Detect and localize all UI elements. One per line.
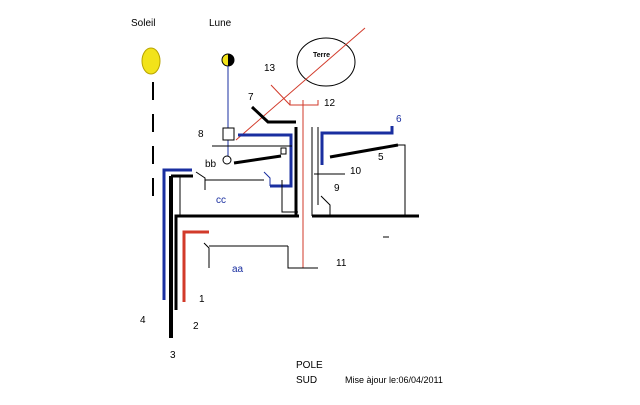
bracket-9 xyxy=(320,195,331,216)
cc-bracket-left xyxy=(195,171,206,190)
block-8 xyxy=(222,127,235,141)
label-moon: Lune xyxy=(209,18,232,29)
red-pointer-left-arm xyxy=(270,84,291,106)
label-1: 1 xyxy=(199,294,205,305)
label-10: 10 xyxy=(350,166,362,177)
label-update-date: Mise àjour le:06/04/2011 xyxy=(345,375,443,385)
black-inner-right-column xyxy=(281,180,298,213)
blue-frame-8 xyxy=(238,133,293,188)
sun-symbol xyxy=(141,47,161,75)
block-bb-end xyxy=(280,147,287,155)
lever-bb xyxy=(233,154,282,165)
label-sud: SUD xyxy=(296,375,317,386)
label-9: 9 xyxy=(334,183,340,194)
label-earth: Terre xyxy=(313,52,330,59)
label-cc: cc xyxy=(216,195,226,206)
blue-frame-6 xyxy=(320,126,394,165)
label-3: 3 xyxy=(170,350,176,361)
red-frame-1 xyxy=(182,230,209,302)
label-4: 4 xyxy=(140,315,146,326)
blue-frame-4 xyxy=(162,168,192,300)
label-5: 5 xyxy=(378,152,384,163)
label-13: 13 xyxy=(264,63,276,74)
label-7: 7 xyxy=(248,92,254,103)
earth-red-line xyxy=(235,27,366,141)
aa-bracket-right xyxy=(287,246,318,269)
label-2: 2 xyxy=(193,321,199,332)
main-black-frame-left xyxy=(174,214,299,310)
label-bb: bb xyxy=(205,159,217,170)
arm-7 xyxy=(250,105,296,124)
red-pointer-bracket xyxy=(289,100,319,106)
cc-bracket-right xyxy=(263,171,271,186)
pivot-bb xyxy=(222,155,232,165)
label-11: 11 xyxy=(336,258,347,269)
label-pole: POLE xyxy=(296,360,323,371)
label-6: 6 xyxy=(396,114,402,125)
right-black-box xyxy=(398,144,406,216)
aa-bracket-left xyxy=(203,242,210,268)
label-12: 12 xyxy=(324,98,336,109)
arm-5 xyxy=(329,143,399,159)
label-sun: Soleil xyxy=(131,18,155,29)
label-8: 8 xyxy=(198,129,204,140)
moon-dark-half xyxy=(228,54,234,66)
label-aa: aa xyxy=(232,264,244,275)
earth-symbol xyxy=(296,37,356,87)
